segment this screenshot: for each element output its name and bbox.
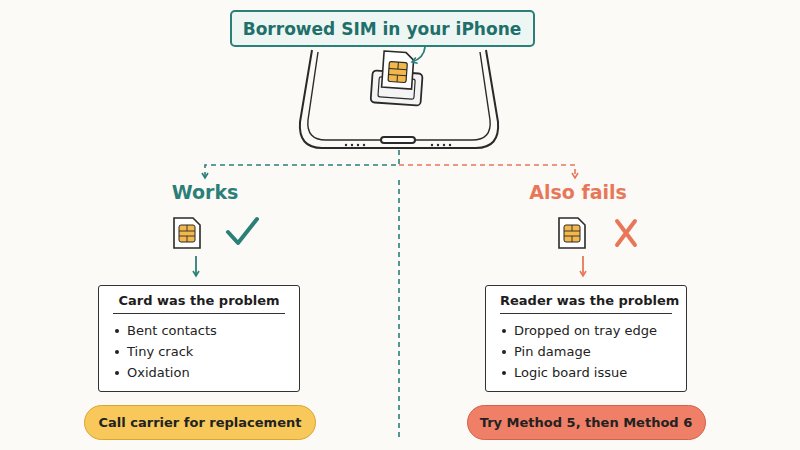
action-text: Call carrier for replacement — [99, 415, 302, 430]
bullet-item: Bent contacts — [113, 320, 285, 341]
bullet-item: Dropped on tray edge — [500, 320, 672, 341]
branch-label: Also fails — [529, 181, 627, 203]
result-box: Reader was the problemDropped on tray ed… — [485, 285, 687, 392]
action-text: Try Method 5, then Method 6 — [480, 415, 692, 430]
bullet-item: Pin damage — [500, 341, 672, 362]
bullet-item: Tiny crack — [113, 341, 285, 362]
title-box: Borrowed SIM in your iPhone — [230, 10, 535, 47]
sim-tray — [371, 50, 425, 105]
sim-icon — [174, 218, 200, 248]
bullet-item: Oxidation — [113, 362, 285, 383]
bullet-dot — [115, 371, 119, 375]
title-text: Borrowed SIM in your iPhone — [243, 19, 522, 39]
cross-mark — [617, 221, 635, 245]
result-box: Card was the problemBent contactsTiny cr… — [98, 285, 300, 392]
phone — [300, 50, 498, 148]
branch-label: Works — [172, 181, 239, 203]
bullet-dot — [502, 350, 506, 354]
pointer-arrow — [412, 47, 425, 62]
split-line — [205, 150, 399, 178]
action-pill: Call carrier for replacement — [84, 405, 316, 440]
divider — [398, 180, 400, 440]
bullet-item: Logic board issue — [500, 362, 672, 383]
bullet-dot — [115, 329, 119, 333]
sim-icon — [559, 218, 585, 248]
box-heading: Card was the problem — [113, 293, 285, 314]
down-arrow — [195, 256, 197, 276]
bullet-dot — [502, 371, 506, 375]
check-mark — [228, 219, 257, 243]
bullet-dot — [115, 350, 119, 354]
down-arrow — [582, 256, 584, 276]
box-heading: Reader was the problem — [500, 293, 672, 314]
bullet-dot — [502, 329, 506, 333]
split-line — [399, 165, 575, 178]
action-pill: Try Method 5, then Method 6 — [467, 405, 706, 440]
